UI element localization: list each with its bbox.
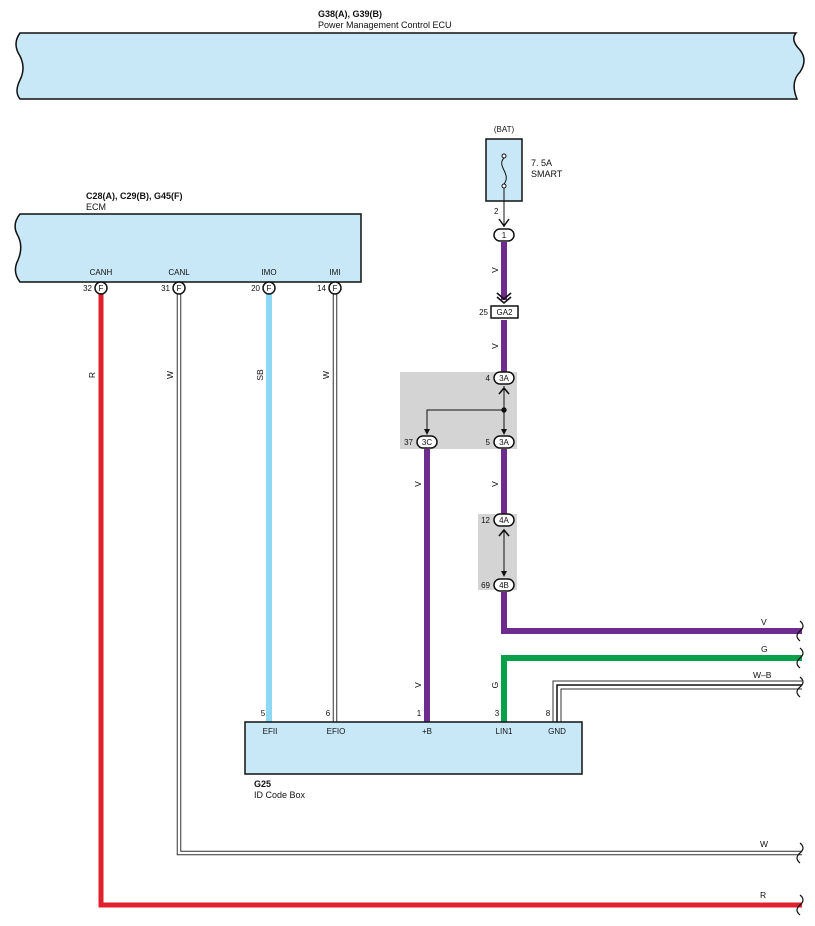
- wire-v-4b-to-right: [501, 592, 802, 634]
- ecm-terminal-imi: IMI: [329, 268, 340, 277]
- chevron-down-icon: [496, 292, 512, 305]
- connector-3a-top-pin: 4: [486, 374, 491, 383]
- connector-4b-pin: 69: [481, 581, 490, 590]
- fuse-name: SMART: [531, 169, 563, 179]
- ecm-pin-canh-conn: F: [99, 284, 104, 293]
- connector-ga2-label: GA2: [496, 308, 513, 317]
- chevron-up-icon: [498, 528, 510, 537]
- id-box-name: ID Code Box: [254, 790, 306, 800]
- connector-3a-bottom-label: 3A: [499, 438, 509, 447]
- connector-ga2: [490, 305, 519, 319]
- connector-fuse-out: [493, 228, 515, 242]
- connector-3a-top-label: 3A: [499, 374, 509, 383]
- id-box-terminal-gnd: GND: [548, 727, 566, 736]
- id-box-terminal-plus-b: +B: [422, 727, 432, 736]
- wire-label-right-v: V: [761, 617, 767, 627]
- wire-label-ga2-out: V: [490, 343, 500, 349]
- ecm-pin-imo-conn: F: [267, 284, 272, 293]
- ecm-pin-canh: F 32: [83, 281, 108, 295]
- wire-label-imi: W: [321, 371, 331, 379]
- fuse-icon: [501, 153, 507, 227]
- wire-canl: [176, 294, 802, 856]
- id-box-terminal-efii: EFII: [263, 727, 278, 736]
- chevron-up-icon: [498, 386, 510, 395]
- connector-3c: [416, 435, 438, 449]
- connector-3c-label: 3C: [422, 438, 432, 447]
- wire-lin1: [501, 655, 802, 722]
- wire-canh: [98, 294, 802, 908]
- wire-label-imo: SB: [255, 369, 265, 381]
- ecm-terminal-canh: CANH: [90, 268, 113, 277]
- connector-3c-pin: 37: [404, 438, 413, 447]
- ecm-pin-imo-num: 20: [251, 284, 260, 293]
- id-box-terminal-lin1: LIN1: [496, 727, 513, 736]
- id-box-pin-efio: 6: [326, 709, 331, 718]
- splice-4a-4b-area: [478, 514, 517, 590]
- wire-gnd: [552, 680, 802, 722]
- ecm-pin-canl-conn: F: [177, 284, 182, 293]
- wire-label-plus-b-lower: V: [413, 682, 423, 688]
- connector-4a: [493, 513, 515, 527]
- fuse-source: (BAT): [494, 125, 515, 134]
- ecm-terminal-imo: IMO: [261, 268, 276, 277]
- ecm-terminal-canl: CANL: [168, 268, 190, 277]
- wire-label-canl: W: [165, 371, 175, 379]
- wire-label-fuse-out: V: [490, 267, 500, 273]
- connector-4a-pin: 12: [481, 516, 490, 525]
- id-box-pin-gnd: 8: [546, 709, 551, 718]
- ecm-pin-canh-num: 32: [83, 284, 92, 293]
- id-box-pin-plus-b: 1: [417, 709, 422, 718]
- ecm-pin-imo: F 20: [251, 281, 276, 295]
- connector-3a-top: [493, 371, 515, 385]
- id-box-pin-lin1: 3: [495, 709, 500, 718]
- ecm-code: C28(A), C29(B), G45(F): [86, 191, 183, 201]
- connector-3a-bottom: [493, 435, 515, 449]
- wire-label-canh: R: [87, 372, 97, 378]
- connector-4b: [493, 578, 515, 592]
- ecm-name: ECM: [86, 202, 106, 212]
- wire-label-right-wb: W–B: [753, 670, 772, 680]
- wire-label-v-3a: V: [490, 481, 500, 487]
- ecm-pin-imi: F 14: [317, 281, 342, 295]
- pm-ecu-code: G38(A), G39(B): [318, 9, 382, 19]
- id-code-box: [244, 721, 583, 775]
- splice-3a-lines: [424, 386, 507, 435]
- connector-4a-label: 4A: [499, 516, 509, 525]
- wire-label-right-g: G: [761, 644, 768, 654]
- pm-ecu-name: Power Management Control ECU: [318, 20, 452, 30]
- wire-label-right-w: W: [760, 839, 768, 849]
- ecm-box: [14, 213, 362, 283]
- wire-label-plus-b: V: [413, 481, 423, 487]
- ecm-pin-canl: F 31: [161, 281, 186, 295]
- connector-3a-bottom-pin: 5: [486, 438, 491, 447]
- wire-label-lin1: G: [490, 682, 500, 689]
- connector-4b-label: 4B: [499, 581, 509, 590]
- fuse-rating: 7. 5A: [531, 158, 552, 168]
- id-box-code: G25: [254, 779, 271, 789]
- pm-ecu-box: [15, 32, 805, 100]
- connector-fuse-out-label: 1: [502, 231, 507, 240]
- id-box-terminal-efio: EFIO: [327, 727, 346, 736]
- fuse-arrow-icon: [498, 218, 510, 228]
- ecm-pin-imi-conn: F: [333, 284, 338, 293]
- wire-label-right-r: R: [760, 890, 766, 900]
- id-box-pin-efii: 5: [261, 709, 266, 718]
- fuse-pin: 2: [494, 207, 499, 216]
- ecm-pin-imi-num: 14: [317, 284, 326, 293]
- connector-ga2-pin: 25: [479, 308, 488, 317]
- ecm-pin-canl-num: 31: [161, 284, 170, 293]
- wire-continuation-icons: [796, 620, 804, 916]
